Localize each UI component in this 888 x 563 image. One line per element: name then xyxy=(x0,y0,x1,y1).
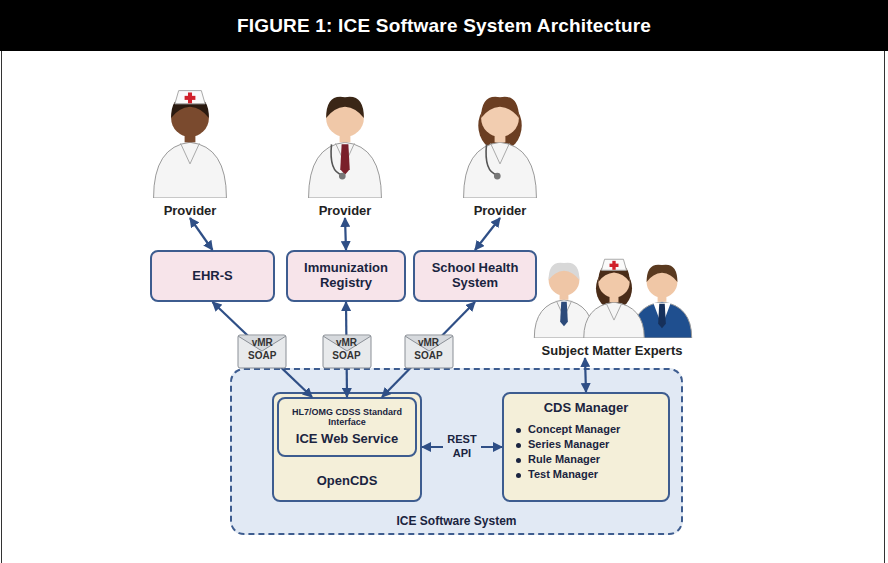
node-label: OpenCDS xyxy=(317,473,378,488)
connector-arrow xyxy=(190,218,213,250)
node-label: Subject Matter Experts xyxy=(542,343,683,358)
connector-arrow xyxy=(475,218,500,250)
provider-icon: Provider xyxy=(145,88,235,218)
node-label: EHR-S xyxy=(192,269,232,284)
edge-label: vMR SOAP xyxy=(330,329,364,371)
people-icon xyxy=(522,256,702,338)
edge-label: REST API xyxy=(445,433,479,461)
connector-arrow xyxy=(345,218,346,250)
people-icon xyxy=(300,88,390,198)
node-label: Provider xyxy=(164,203,217,218)
bullet-item: Test Manager xyxy=(514,468,598,480)
engine-box: OpenCDS HL7/OMG CDSS Standard InterfaceIC… xyxy=(272,392,422,502)
people-icon xyxy=(455,88,545,198)
message-envelope: vMR SOAP xyxy=(236,329,288,371)
provider-icon: Provider xyxy=(455,88,545,218)
bullet-item: Rule Manager xyxy=(514,453,600,465)
system-box: EHR-S xyxy=(150,250,275,302)
node-label: Immunization Registry xyxy=(292,261,400,291)
system-box: Immunization Registry xyxy=(286,250,406,302)
person-figure xyxy=(584,259,644,338)
connector-arrow xyxy=(585,358,586,392)
manager-box: CDS ManagerConcept ManagerSeries Manager… xyxy=(502,392,670,502)
provider-icon: Provider xyxy=(300,88,390,218)
edge-label: vMR SOAP xyxy=(245,329,279,371)
node-label: Provider xyxy=(474,203,527,218)
person-figure xyxy=(154,91,227,198)
node-label: School Health System xyxy=(419,261,531,291)
node-label: ICE Web Service xyxy=(296,431,398,446)
node-label: CDS Manager xyxy=(544,400,629,415)
edge-label: vMR SOAP xyxy=(412,329,446,371)
experts-group: Subject Matter Experts xyxy=(522,256,702,358)
system-box: School Health System xyxy=(413,250,537,302)
bullet-item: Series Manager xyxy=(514,438,609,450)
figure-title: FIGURE 1: ICE Software System Architectu… xyxy=(237,15,651,37)
connector-arrow xyxy=(213,302,313,397)
message-envelope: vMR SOAP xyxy=(321,329,373,371)
node-label: ICE Software System xyxy=(396,514,516,528)
person-figure xyxy=(464,97,537,198)
bullet-item: Concept Manager xyxy=(514,423,620,435)
connector-arrow xyxy=(382,302,475,397)
person-figure xyxy=(309,97,382,198)
node-label: Provider xyxy=(319,203,372,218)
service-box: HL7/OMG CDSS Standard InterfaceICE Web S… xyxy=(277,397,417,457)
people-icon xyxy=(145,88,235,198)
message-envelope: vMR SOAP xyxy=(403,329,455,371)
node-label: HL7/OMG CDSS Standard Interface xyxy=(292,408,402,427)
api-label: REST API xyxy=(443,432,481,462)
title-band: FIGURE 1: ICE Software System Architectu… xyxy=(0,0,888,51)
